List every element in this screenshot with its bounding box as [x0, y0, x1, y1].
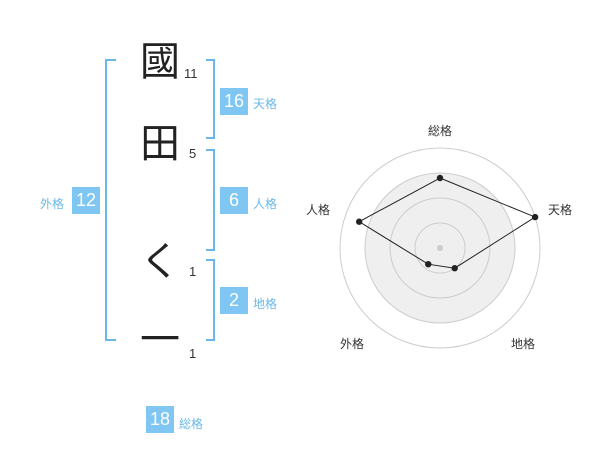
chikaku-bracket	[206, 259, 215, 341]
radar-center-dot	[437, 245, 443, 251]
radar-ring-2	[389, 197, 491, 299]
name-char-2: 田	[140, 121, 180, 167]
radar-ring-3	[364, 172, 516, 324]
jinkaku-badge: 6	[220, 187, 248, 214]
tenkaku-badge: 16	[220, 88, 248, 115]
gaikaku-badge: 12	[72, 187, 100, 214]
stroke-count-3: 1	[189, 264, 197, 279]
chikaku-badge: 2	[220, 287, 248, 314]
name-char-1: 國	[140, 39, 180, 85]
gaikaku-bracket	[105, 59, 116, 341]
tenkaku-label: 天格	[253, 97, 278, 111]
chikaku-label: 地格	[253, 297, 278, 311]
stroke-count-1: 11	[184, 66, 198, 81]
radar-axis-label-4: 人格	[306, 203, 331, 217]
jinkaku-bracket	[206, 149, 215, 251]
name-char-3: く	[140, 239, 180, 285]
gaikaku-label: 外格	[40, 197, 65, 211]
radar-point-2	[451, 265, 458, 272]
soukaku-label: 総格	[179, 417, 204, 431]
radar-ring-1	[414, 222, 466, 274]
radar-axis-label-3: 外格	[340, 337, 365, 351]
stroke-count-2: 5	[189, 146, 197, 161]
soukaku-badge: 18	[146, 406, 174, 433]
tenkaku-bracket	[206, 59, 215, 139]
radar-axis-label-2: 地格	[511, 337, 536, 351]
jinkaku-label: 人格	[253, 197, 278, 211]
radar-axis-label-0: 総格	[428, 124, 453, 138]
radar-series-polygon	[358, 177, 537, 269]
radar-point-4	[355, 218, 363, 225]
radar-point-3	[425, 260, 432, 268]
radar-point-0	[436, 174, 444, 182]
radar-point-1	[531, 213, 539, 221]
name-char-4: 一	[140, 317, 180, 363]
stroke-count-4: 1	[189, 346, 197, 361]
radar-axis-label-1: 天格	[548, 203, 573, 217]
radar-ring-4	[339, 147, 541, 349]
